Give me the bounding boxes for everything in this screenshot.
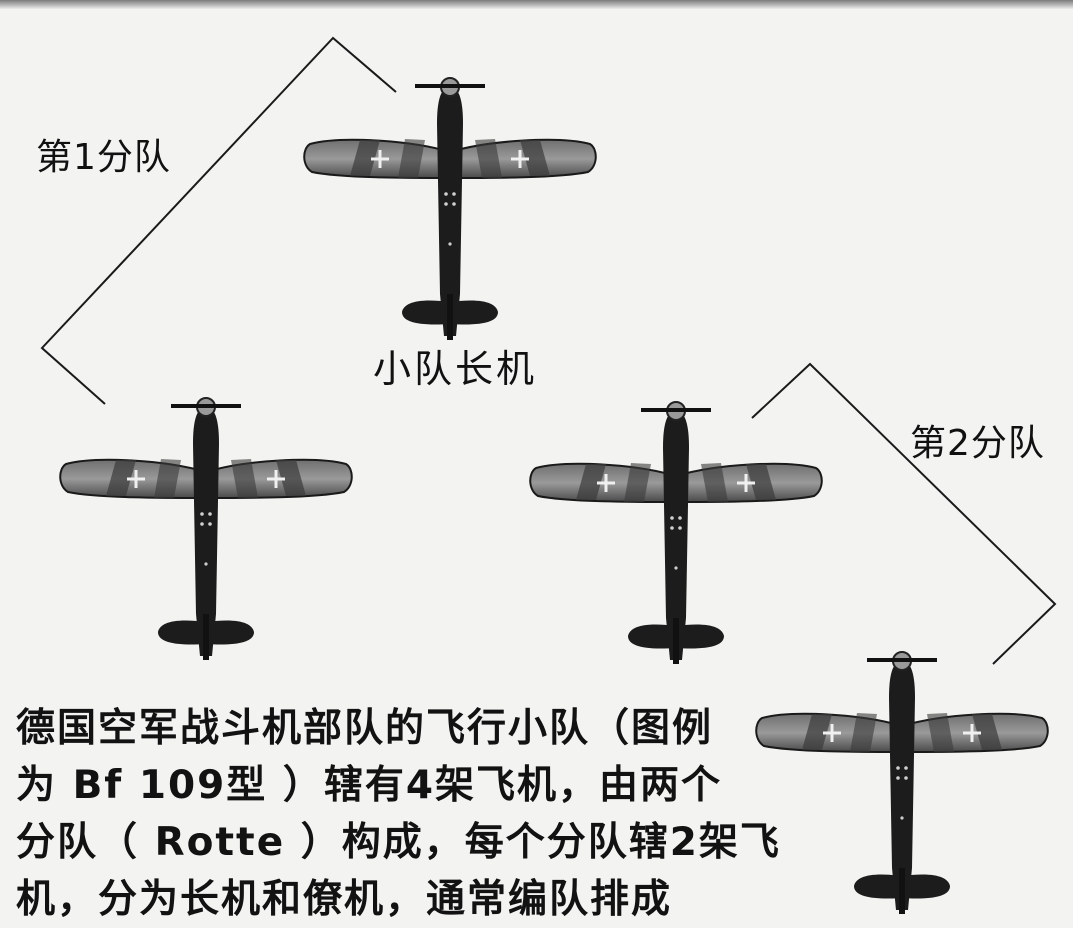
photo-top-edge <box>0 0 1073 9</box>
section-1-bracket <box>40 36 397 405</box>
leader-aircraft <box>302 76 598 342</box>
flight-leader-label: 小队长机 <box>373 347 538 391</box>
caption-line-4: 机，分为长机和僚机，通常编队排成 <box>16 877 673 922</box>
section-1-wingman-aircraft <box>58 396 354 662</box>
section-2-lead-aircraft <box>528 400 824 666</box>
caption-line-1: 德国空军战斗机部队的飞行小队（图例 <box>16 706 714 751</box>
section-2-bracket <box>751 362 1057 665</box>
section-2-wingman-aircraft <box>754 650 1050 916</box>
caption-line-2: 为 Bf 109型 ）辖有4架飞机，由两个 <box>16 763 722 808</box>
caption-line-3: 分队（ Rotte ）构成，每个分队辖2架飞 <box>16 820 781 865</box>
caption-text: 德国空军战斗机部队的飞行小队（图例 为 Bf 109型 ）辖有4架飞机，由两个 … <box>16 700 781 928</box>
section-1-label: 第1分队 <box>36 137 171 178</box>
section-2-label: 第2分队 <box>910 423 1045 464</box>
